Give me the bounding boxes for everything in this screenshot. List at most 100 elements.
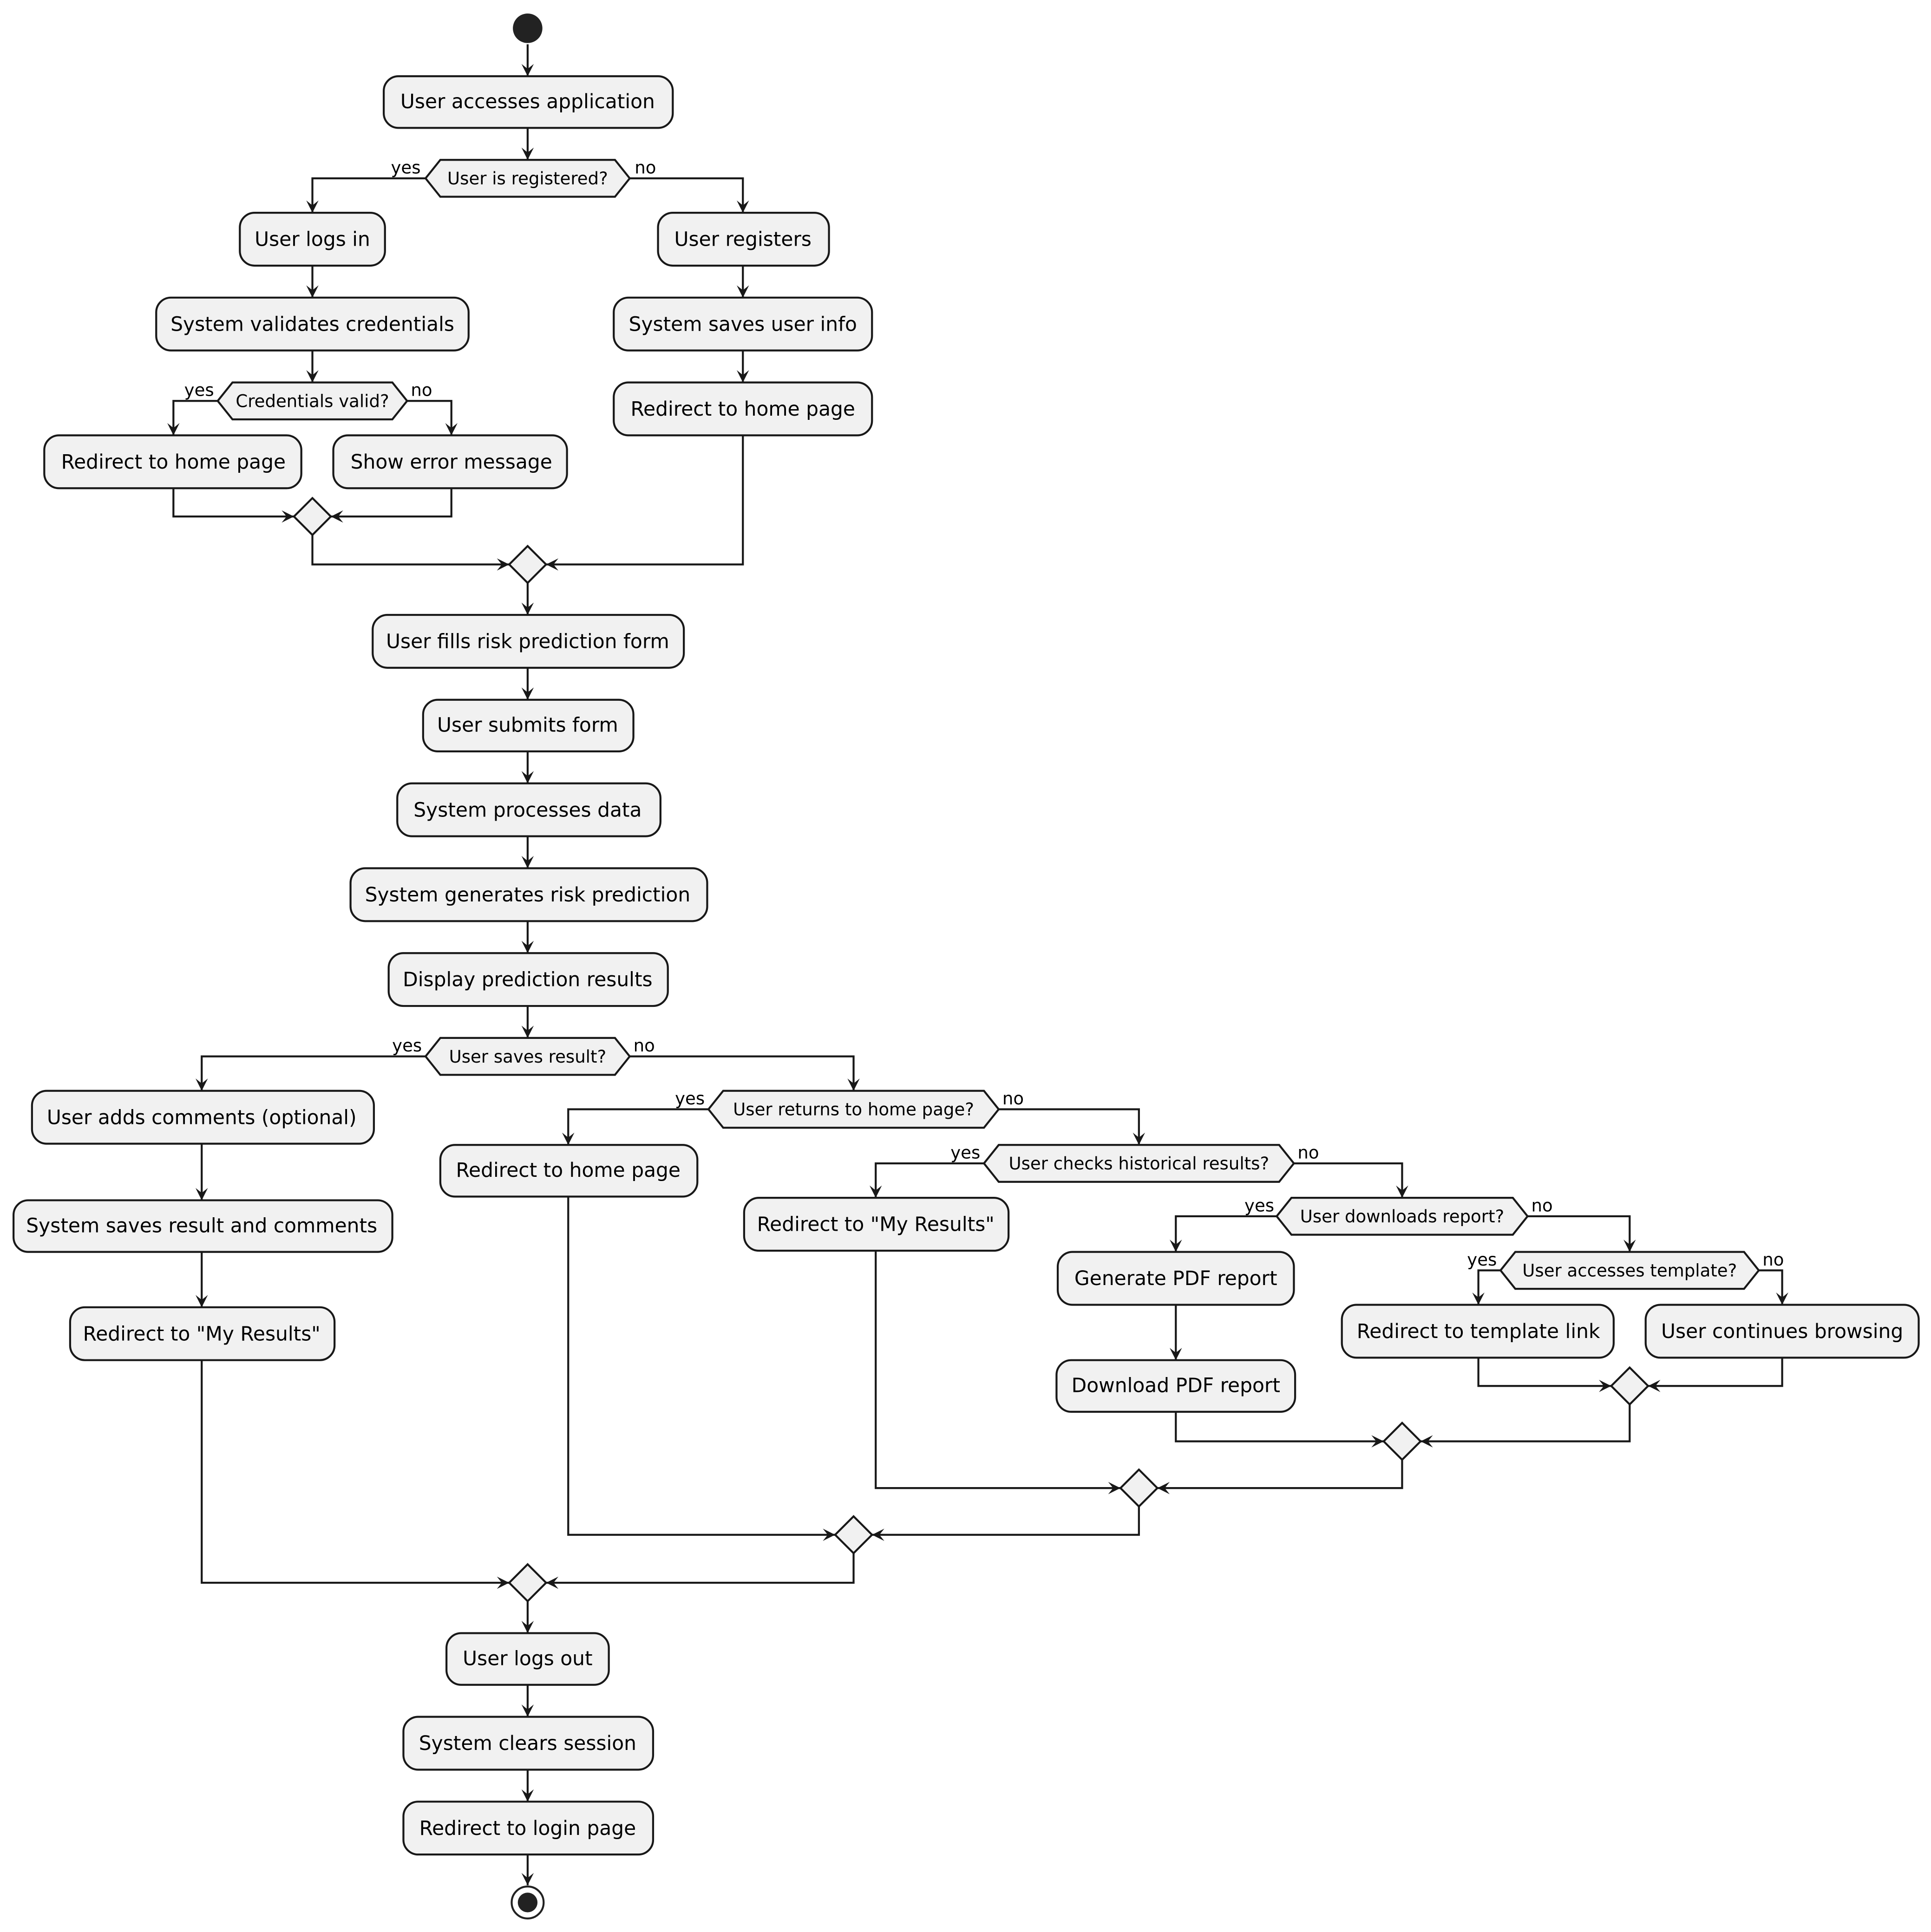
activity-validates-credentials: System validates credentials (155, 296, 470, 352)
edge (1420, 1404, 1631, 1442)
activity-logs-in: User logs in (239, 211, 386, 267)
activity-label: System generates risk prediction (365, 883, 691, 906)
merge-template (1610, 1366, 1650, 1406)
guard-labels: yes no yes no yes no yes no yes no yes n… (184, 157, 1784, 1269)
decision-saves-result: User saves result? (424, 1037, 631, 1076)
edge (172, 488, 294, 518)
activity-registers: User registers (657, 211, 830, 267)
activity-submits-form: User submits form (422, 698, 635, 753)
activity-display-results: Display prediction results (387, 952, 669, 1007)
merge-registration (508, 544, 548, 585)
guard-yes: yes (392, 1036, 422, 1056)
activity-label: Download PDF report (1072, 1374, 1280, 1397)
activity-label: Redirect to "My Results" (757, 1213, 995, 1236)
edge (201, 1055, 426, 1091)
activity-label: User registers (674, 228, 812, 251)
activity-clears-session: System clears session (402, 1716, 655, 1771)
activity-label: Redirect to template link (1357, 1320, 1600, 1343)
merge-nodes (292, 496, 1650, 1603)
merge-downloads (1382, 1421, 1422, 1462)
end-node (511, 1885, 545, 1919)
activity-label: Display prediction results (403, 968, 652, 991)
arrowheads (167, 64, 1788, 1886)
edge (629, 1055, 855, 1091)
guard-yes: yes (1467, 1250, 1497, 1270)
activity-redirect-home-register: Redirect to home page (613, 381, 873, 437)
edge (875, 1162, 984, 1198)
decision-accesses-template: User accesses template? (1499, 1251, 1761, 1290)
activity-label: Show error message (351, 450, 552, 473)
guard-yes: yes (950, 1142, 980, 1162)
guard-yes: yes (1244, 1195, 1274, 1215)
edge (629, 177, 744, 213)
edge (546, 1553, 855, 1584)
edge (1175, 1215, 1277, 1252)
merge-returns (833, 1514, 874, 1555)
edge (311, 535, 510, 566)
activity-label: User logs in (255, 228, 370, 251)
activity-adds-comments: User adds comments (optional) (31, 1090, 375, 1145)
merge-final (508, 1563, 548, 1603)
activity-label: Redirect to home page (61, 450, 286, 473)
activity-fills-form: User fills risk prediction form (372, 614, 685, 669)
edge (1648, 1358, 1783, 1387)
edges (172, 44, 1783, 1886)
edge (1759, 1269, 1783, 1305)
edge (172, 400, 218, 436)
edge (546, 435, 744, 566)
edge (1477, 1269, 1501, 1305)
activity-access-app: User accesses application (382, 75, 674, 129)
activity-redirect-login: Redirect to login page (402, 1801, 655, 1856)
guard-no: no (1002, 1089, 1024, 1109)
activity-label: User fills risk prediction form (386, 630, 669, 653)
activity-label: Redirect to home page (631, 398, 855, 420)
activity-label: System saves result and comments (26, 1214, 377, 1237)
guard-no: no (1762, 1250, 1784, 1270)
decision-label: User downloads report? (1300, 1207, 1504, 1227)
activity-processes-data: System processes data (396, 782, 661, 837)
activity-label: Redirect to login page (419, 1817, 636, 1840)
guard-no: no (1297, 1142, 1319, 1162)
activity-generates-prediction: System generates risk prediction (349, 867, 708, 922)
guard-yes: yes (675, 1089, 705, 1109)
edge (567, 1196, 835, 1536)
activity-label: User logs out (463, 1647, 592, 1670)
decision-label: User saves result? (449, 1047, 607, 1067)
merge-credentials (292, 496, 333, 536)
decision-credentials-valid: Credentials valid? (216, 381, 409, 421)
decision-downloads-report: User downloads report? (1275, 1197, 1529, 1236)
activity-saves-result: System saves result and comments (13, 1199, 393, 1253)
activity-label: Redirect to "My Results" (83, 1322, 321, 1345)
edge (1157, 1460, 1403, 1489)
activity-logs-out: User logs out (445, 1632, 610, 1686)
start-node (513, 13, 543, 43)
activity-label: User submits form (437, 714, 618, 737)
activity-saves-user-info: System saves user info (613, 296, 873, 352)
edge (311, 177, 426, 213)
guard-no: no (634, 1036, 655, 1056)
decision-label: User checks historical results? (1008, 1154, 1269, 1174)
activity-label: User adds comments (optional) (47, 1106, 357, 1129)
edge (1175, 1411, 1384, 1442)
activity-label: System saves user info (629, 313, 857, 335)
edge (1527, 1215, 1631, 1252)
guard-no: no (411, 380, 432, 400)
edge (872, 1506, 1140, 1536)
decision-label: User is registered? (447, 169, 608, 189)
edge (1477, 1358, 1611, 1387)
activity-label: User continues browsing (1661, 1320, 1903, 1343)
edge (875, 1251, 1121, 1489)
activity-label: Generate PDF report (1074, 1267, 1277, 1290)
activity-redirect-my-results-save: Redirect to "My Results" (69, 1306, 336, 1361)
activity-redirect-template: Redirect to template link (1341, 1304, 1615, 1359)
merge-history (1119, 1468, 1159, 1508)
activity-label: System processes data (413, 798, 641, 821)
activity-redirect-home-login: Redirect to home page (43, 434, 302, 490)
guard-no: no (635, 157, 656, 177)
activity-label: System clears session (419, 1732, 636, 1755)
decision-checks-history: User checks historical results? (982, 1144, 1296, 1183)
decision-label: User returns to home page? (733, 1100, 974, 1120)
activity-redirect-my-results-history: Redirect to "My Results" (743, 1197, 1010, 1252)
activity-continues-browsing: User continues browsing (1644, 1304, 1920, 1359)
